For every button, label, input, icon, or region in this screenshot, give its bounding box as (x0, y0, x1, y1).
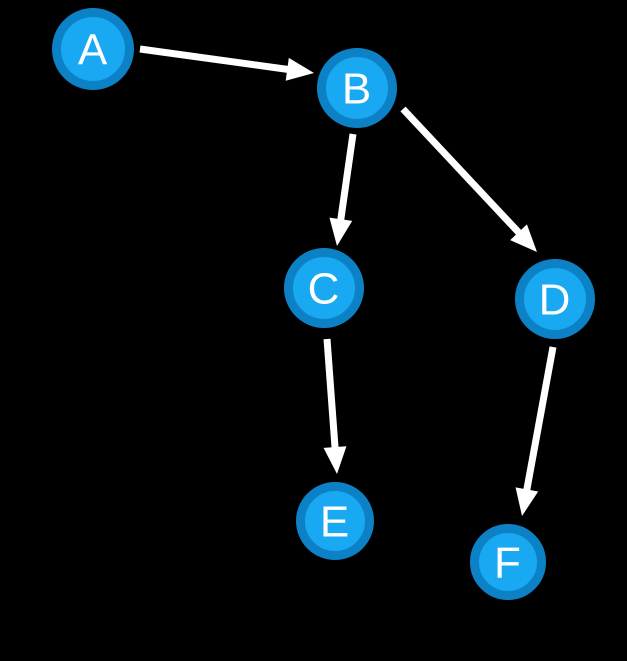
node-label: C (308, 265, 341, 314)
node-label: F (494, 539, 522, 588)
node-label: A (78, 26, 108, 75)
graph-node-C[interactable]: C (284, 248, 364, 328)
edge-B-C (329, 133, 357, 246)
graph-node-A[interactable]: A (52, 8, 134, 90)
arrowhead-icon (323, 446, 347, 474)
edge-B-D (400, 106, 537, 252)
node-circle[interactable] (296, 482, 374, 560)
graph-node-F[interactable]: F (470, 524, 546, 600)
edge-D-F (515, 346, 557, 516)
edge-line (522, 346, 557, 495)
node-circle[interactable] (515, 259, 595, 339)
node-circle[interactable] (52, 8, 134, 90)
node-circle[interactable] (317, 48, 397, 128)
edge-line (139, 45, 292, 74)
arrowhead-icon (515, 487, 539, 516)
node-circle[interactable] (284, 248, 364, 328)
arrowhead-icon (510, 224, 537, 252)
edge-line (323, 338, 339, 452)
edge-A-B (139, 45, 314, 81)
edge-line (400, 106, 524, 238)
edge-C-E (323, 338, 347, 474)
nodes-layer: A B C D E F (52, 8, 595, 600)
node-circle[interactable] (470, 524, 546, 600)
edge-line (336, 133, 357, 224)
arrowhead-icon (329, 217, 353, 246)
graph-node-B[interactable]: B (317, 48, 397, 128)
graph-node-E[interactable]: E (296, 482, 374, 560)
node-label: E (320, 498, 350, 547)
arrowhead-icon (285, 57, 314, 81)
node-label: B (342, 65, 372, 114)
edges-layer (139, 45, 557, 516)
node-label: D (539, 276, 572, 325)
graph-node-D[interactable]: D (515, 259, 595, 339)
